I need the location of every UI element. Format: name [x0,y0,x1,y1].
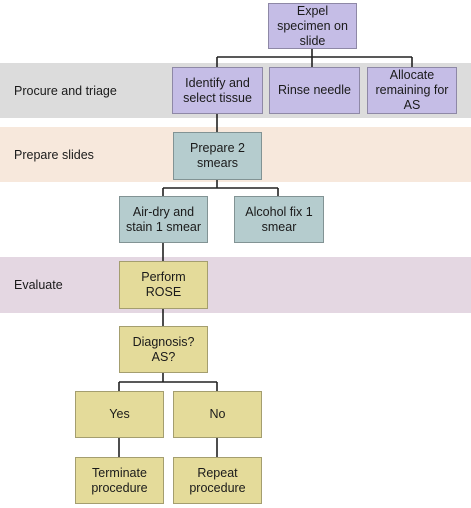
node-expel-specimen: Expel specimen on slide [268,3,357,49]
node-diagnosis-decision: Diagnosis? AS? [119,326,208,373]
node-alcohol-fix: Alcohol fix 1 smear [234,196,324,243]
band-evaluate: Evaluate [0,257,471,313]
node-airdry-stain: Air-dry and stain 1 smear [119,196,208,243]
band-label-evaluate: Evaluate [14,278,63,292]
band-label-prepare-slides: Prepare slides [14,147,94,162]
node-prepare-smears: Prepare 2 smears [173,132,262,180]
node-terminate-procedure: Terminate procedure [75,457,164,504]
node-perform-rose: Perform ROSE [119,261,208,309]
node-no: No [173,391,262,438]
node-rinse-needle: Rinse needle [269,67,360,114]
node-repeat-procedure: Repeat procedure [173,457,262,504]
node-identify-tissue: Identify and select tissue [172,67,263,114]
band-label-procure-and-triage: Procure and triage [14,83,117,98]
node-yes: Yes [75,391,164,438]
node-allocate-remaining: Allocate remaining for AS [367,67,457,114]
